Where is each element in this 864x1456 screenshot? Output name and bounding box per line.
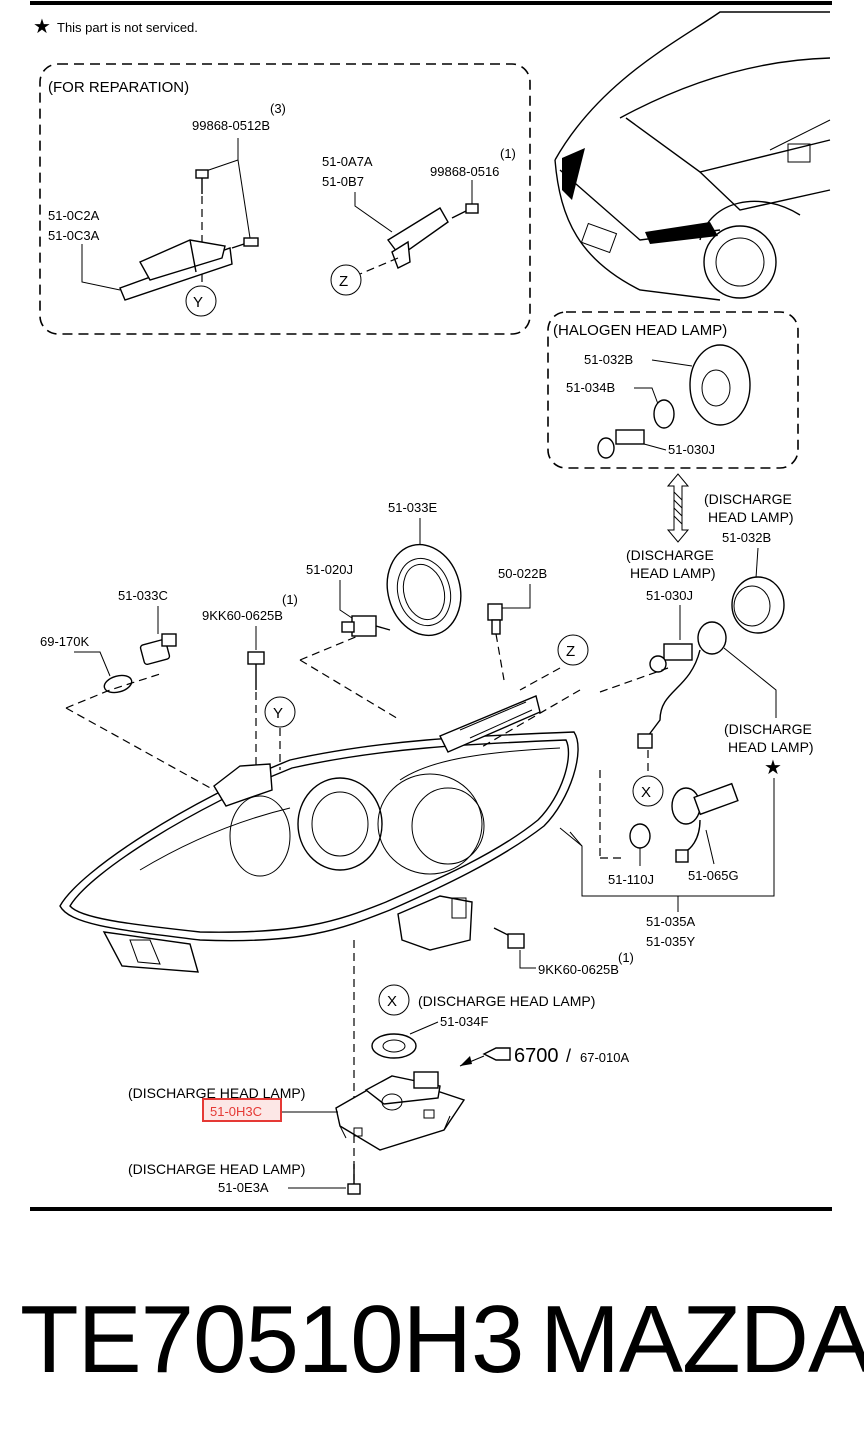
headlamp-assembly-icon [59, 695, 579, 973]
ref-x-label: X [641, 784, 651, 801]
bracket-right-code-2: 51-0B7 [322, 174, 364, 189]
seal-code: 51-034F [440, 1014, 488, 1029]
note-star-icon: ★ [33, 16, 51, 38]
cover-code: 51-033E [388, 500, 437, 515]
link-pointer-icon [459, 1047, 511, 1067]
reparation-title: (FOR REPARATION) [48, 79, 189, 96]
discharge-harness-note-2: HEAD LAMP) [728, 739, 814, 755]
reparation-box [39, 63, 531, 335]
bolt-top-code: 9KK60-0625B [202, 608, 283, 623]
ballast-ref-x-label: X [387, 993, 397, 1010]
link-sub-code: 67-010A [580, 1050, 629, 1065]
discharge-bulb-note-2: HEAD LAMP) [630, 565, 716, 581]
harness-star-icon: ★ [764, 757, 782, 779]
link-separator: / [566, 1046, 571, 1066]
ballast-ref-x-marker [378, 984, 410, 1016]
halogen-title: (HALOGEN HEAD LAMP) [553, 322, 727, 339]
unit-note: (DISCHARGE HEAD LAMP) [128, 1085, 305, 1101]
discharge-cap-note-1: (DISCHARGE [704, 491, 792, 507]
bolt-b-qty: (1) [500, 146, 516, 161]
unit-code: 51-0H3C [210, 1104, 262, 1119]
discharge-cap-icon [731, 576, 785, 634]
screw-icon [451, 203, 479, 219]
adjuster-code: 50-022B [498, 566, 547, 581]
bolt-top-qty: (1) [282, 592, 298, 607]
bolt-b-code: 99868-0516 [430, 164, 499, 179]
side-socket-icon [671, 782, 739, 863]
halogen-socket-icon [653, 399, 675, 429]
bracket-left-code-1: 51-0C2A [48, 208, 100, 223]
discharge-cap-code: 51-032B [722, 530, 771, 545]
seal-note: (DISCHARGE HEAD LAMP) [418, 993, 595, 1009]
cover-icon [386, 543, 462, 637]
halogen-bulb-code: 51-030J [668, 442, 715, 457]
main-ref-y-label: Y [273, 705, 283, 722]
side-socket-code: 51-065G [688, 868, 739, 883]
seal-icon [371, 1033, 417, 1059]
halogen-cap-code: 51-032B [584, 352, 633, 367]
ref-z-marker [330, 264, 362, 296]
screw-code: 51-0E3A [218, 1180, 269, 1195]
discharge-bulb-note-1: (DISCHARGE [626, 547, 714, 563]
discharge-harness-note-1: (DISCHARGE [724, 721, 812, 737]
adjuster-icon [487, 603, 503, 635]
bracket-left-icon [119, 239, 233, 301]
halogen-cap-icon [689, 344, 751, 426]
side-bulb-code: 51-110J [608, 872, 654, 887]
car-front-icon [554, 11, 831, 301]
discharge-cap-note-2: HEAD LAMP) [708, 509, 794, 525]
ref-x-marker [632, 775, 664, 807]
ballast-screw-icon [347, 1164, 361, 1195]
small-bulb-code: 69-170K [40, 634, 89, 649]
ref-y-marker [185, 285, 217, 317]
bracket-right-code-1: 51-0A7A [322, 154, 373, 169]
bottom-bolt-icon [493, 927, 525, 949]
bolt-bottom-qty: (1) [618, 950, 634, 965]
discharge-bulb-code: 51-030J [646, 588, 693, 603]
part-number: TE70510H3 [20, 1286, 524, 1393]
main-ref-z-label: Z [566, 643, 575, 660]
bracket-left-code-2: 51-0C3A [48, 228, 100, 243]
halogen-box [547, 311, 799, 469]
screw-icon [195, 169, 209, 194]
assembly-code-2: 51-035Y [646, 934, 695, 949]
screw-icon [231, 237, 259, 249]
main-ref-z-marker [557, 634, 589, 666]
link-code: 6700 [514, 1045, 559, 1067]
side-socket-main-code: 51-033C [118, 588, 168, 603]
halogen-bulb-icon [597, 429, 645, 459]
small-bulb-icon [103, 674, 133, 694]
brand-name: MAZDA [540, 1286, 864, 1393]
assembly-code-1: 51-035A [646, 914, 695, 929]
ref-y-label: Y [193, 294, 203, 311]
bolt-bottom-code: 9KK60-0625B [538, 962, 619, 977]
unit-code-highlight [202, 1098, 282, 1122]
bolt-a-code: 99868-0512B [192, 118, 270, 133]
halogen-socket-code: 51-034B [566, 380, 615, 395]
ballast-unit-icon [335, 1071, 466, 1151]
side-bulb-icon [629, 823, 651, 849]
bracket-right-icon [386, 207, 449, 269]
swap-arrow-icon [666, 473, 690, 543]
discharge-bulb-icon [637, 621, 727, 749]
bolt-icon [247, 651, 265, 690]
ref-z-label: Z [339, 273, 348, 290]
bolt-a-qty: (3) [270, 101, 286, 116]
parts-diagram: ★ This part is not serviced. (FOR REPARA… [30, 1, 832, 1211]
front-bulb-code: 51-020J [306, 562, 353, 577]
main-ref-y-marker [264, 696, 296, 728]
side-socket-main-icon [139, 633, 177, 666]
not-serviced-note: This part is not serviced. [57, 20, 198, 35]
front-bulb-icon [341, 615, 391, 637]
screw-note: (DISCHARGE HEAD LAMP) [128, 1161, 305, 1177]
